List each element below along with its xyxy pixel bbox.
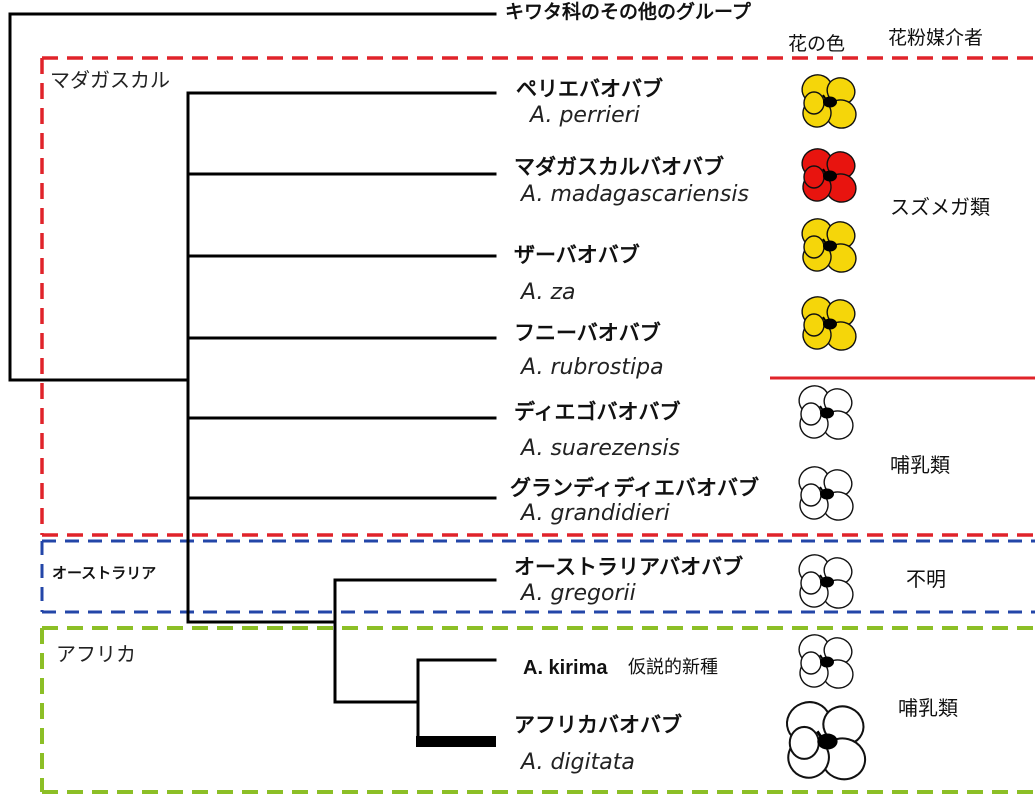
outgroup-label: キワタ科のその他のグループ: [505, 1, 751, 23]
species-note-kirima: 仮説的新種: [628, 657, 718, 678]
digitata-branch: [416, 736, 496, 747]
flower-icon-white: [798, 634, 854, 689]
species-latin-gregorii: A. gregorii: [521, 581, 636, 606]
species-latin-perrieri: A. perrieri: [530, 103, 640, 128]
pollinator-header: 花粉媒介者: [888, 27, 984, 49]
species-jp-madagascariensis: マダガスカルバオバブ: [514, 155, 724, 179]
species-jp-digitata: アフリカバオバブ: [514, 713, 682, 737]
flower-icon-white: [798, 554, 854, 609]
africa-region-box: [40, 626, 1035, 794]
species-latin-madagascariensis: A. madagascariensis: [521, 182, 749, 207]
pollinator-mammal-madagascar: 哺乳類: [890, 453, 950, 477]
species-jp-grandidieri: グランディディエバオバブ: [510, 476, 760, 500]
species-latin-digitata: A. digitata: [521, 750, 635, 775]
species-latin-suarezensis: A. suarezensis: [521, 436, 680, 461]
pollinator-unknown: 不明: [906, 567, 946, 591]
species-jp-rubrostipa: フニーバオバブ: [514, 321, 661, 345]
flower-icons: [785, 74, 867, 781]
flower-icon-yellow: [801, 218, 857, 273]
australia-region-box: [40, 539, 1035, 614]
flower-icon-yellow: [801, 74, 857, 129]
pollinator-mammal-africa: 哺乳類: [898, 696, 958, 720]
species-latin-grandidieri: A. grandidieri: [521, 501, 670, 526]
flower-icon-yellow: [801, 296, 857, 351]
flower-icon-red: [801, 148, 857, 203]
species-latin-za: A. za: [521, 280, 576, 305]
species-latin-rubrostipa: A. rubrostipa: [521, 355, 664, 380]
species-latin-kirima: A. kirima: [523, 657, 608, 679]
species-jp-perrieri: ペリエバオバブ: [516, 77, 663, 101]
species-jp-gregorii: オーストラリアバオバブ: [514, 555, 744, 579]
pollinator-hawkmoth: スズメガ類: [890, 195, 990, 219]
tree-branches: [8, 12, 497, 744]
species-jp-suarezensis: ディエゴバオバブ: [514, 400, 681, 424]
region-label-madagascar: マダガスカル: [50, 68, 170, 92]
species-jp-za: ザーバオバブ: [514, 243, 640, 267]
flower-icon-white: [798, 385, 854, 440]
flower-icon-white: [785, 701, 867, 781]
region-label-australia: オーストラリア: [52, 564, 157, 582]
region-label-africa: アフリカ: [56, 642, 136, 666]
flower-color-header: 花の色: [788, 33, 846, 55]
flower-icon-white: [798, 466, 854, 521]
madagascar-region-box: [40, 56, 1035, 537]
